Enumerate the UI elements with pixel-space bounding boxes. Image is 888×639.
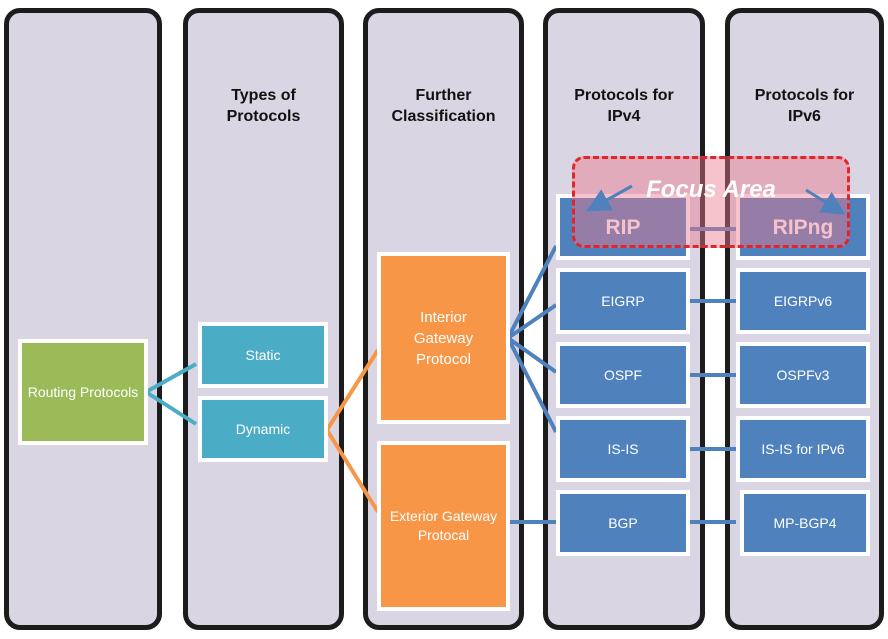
dynamic-node: Dynamic [198,396,328,462]
ospf-node: OSPF [556,342,690,408]
column-routing [4,8,162,630]
link-igp-isis [506,337,558,433]
column-title: Protocols for IPv4 [574,87,674,125]
column-title: Types of Protocols [226,87,301,125]
mp-bgp4-node: MP-BGP4 [740,490,870,556]
arrow-right-icon [805,188,846,215]
link-dynamic-egp [325,428,380,514]
eigrpv6-node: EIGRPv6 [736,268,870,334]
static-node: Static [198,322,328,388]
link-root-static [145,362,197,394]
link-dynamic-igp [325,348,380,432]
routing-protocols-node: Routing Protocols [18,339,148,445]
rip-node: RIP [556,194,690,260]
egp-node: Exterior Gateway Protocal [377,441,510,611]
bgp-node: BGP [556,490,690,556]
igp-node: Interior Gateway Protocol [377,252,510,424]
focus-area-label: Focus Area [646,176,776,203]
isis-node: IS-IS [556,416,690,482]
ospfv3-node: OSPFv3 [736,342,870,408]
isis-ipv6-node: IS-IS for IPv6 [736,416,870,482]
link-igp-eigrp [506,303,558,340]
eigrp-node: EIGRP [556,268,690,334]
column-title: Further Classification [391,87,496,125]
arrow-left-icon [586,184,633,212]
link-igp-rip [506,245,558,339]
column-title: Protocols for IPv6 [754,87,855,125]
link-igp-ospf [506,336,558,374]
column-types: Types of Protocols [183,8,344,630]
focus-area-box [572,156,850,248]
link-root-dynamic [144,390,198,426]
